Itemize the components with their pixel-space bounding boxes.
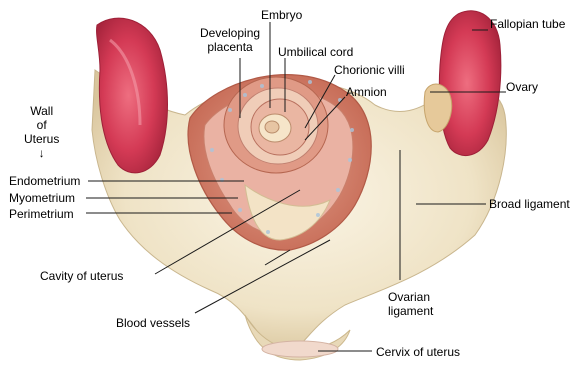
cervix-opening	[262, 341, 338, 357]
label-developing-placenta: Developing placenta	[200, 26, 260, 54]
label-wall-line1: Wall	[24, 104, 59, 118]
label-ovarian-line2: ligament	[388, 304, 433, 318]
label-cervix-of-uterus: Cervix of uterus	[376, 345, 460, 359]
label-blood-vessels: Blood vessels	[116, 316, 190, 330]
label-ovarian-ligament: Ovarian ligament	[388, 290, 433, 318]
label-amnion: Amnion	[346, 85, 387, 99]
label-umbilical-cord: Umbilical cord	[278, 45, 353, 59]
label-perimetrium: Perimetrium	[9, 207, 74, 221]
label-broad-ligament: Broad ligament	[489, 197, 570, 211]
label-fallopian-tube: Fallopian tube	[490, 17, 565, 31]
label-ovary: Ovary	[506, 80, 538, 94]
label-wall-line3: Uterus	[24, 132, 59, 146]
label-ovarian-line1: Ovarian	[388, 290, 433, 304]
label-wall-line2: of	[24, 118, 59, 132]
label-chorionic-villi: Chorionic villi	[334, 63, 405, 77]
label-developing-placenta-line1: Developing	[200, 26, 260, 40]
label-embryo: Embryo	[261, 8, 302, 22]
label-endometrium: Endometrium	[9, 174, 80, 188]
down-arrow-icon: ↓	[24, 146, 59, 160]
label-developing-placenta-line2: placenta	[200, 40, 260, 54]
label-myometrium: Myometrium	[9, 191, 75, 205]
label-wall-of-uterus: Wall of Uterus ↓	[24, 104, 59, 160]
label-cavity-of-uterus: Cavity of uterus	[40, 269, 123, 283]
